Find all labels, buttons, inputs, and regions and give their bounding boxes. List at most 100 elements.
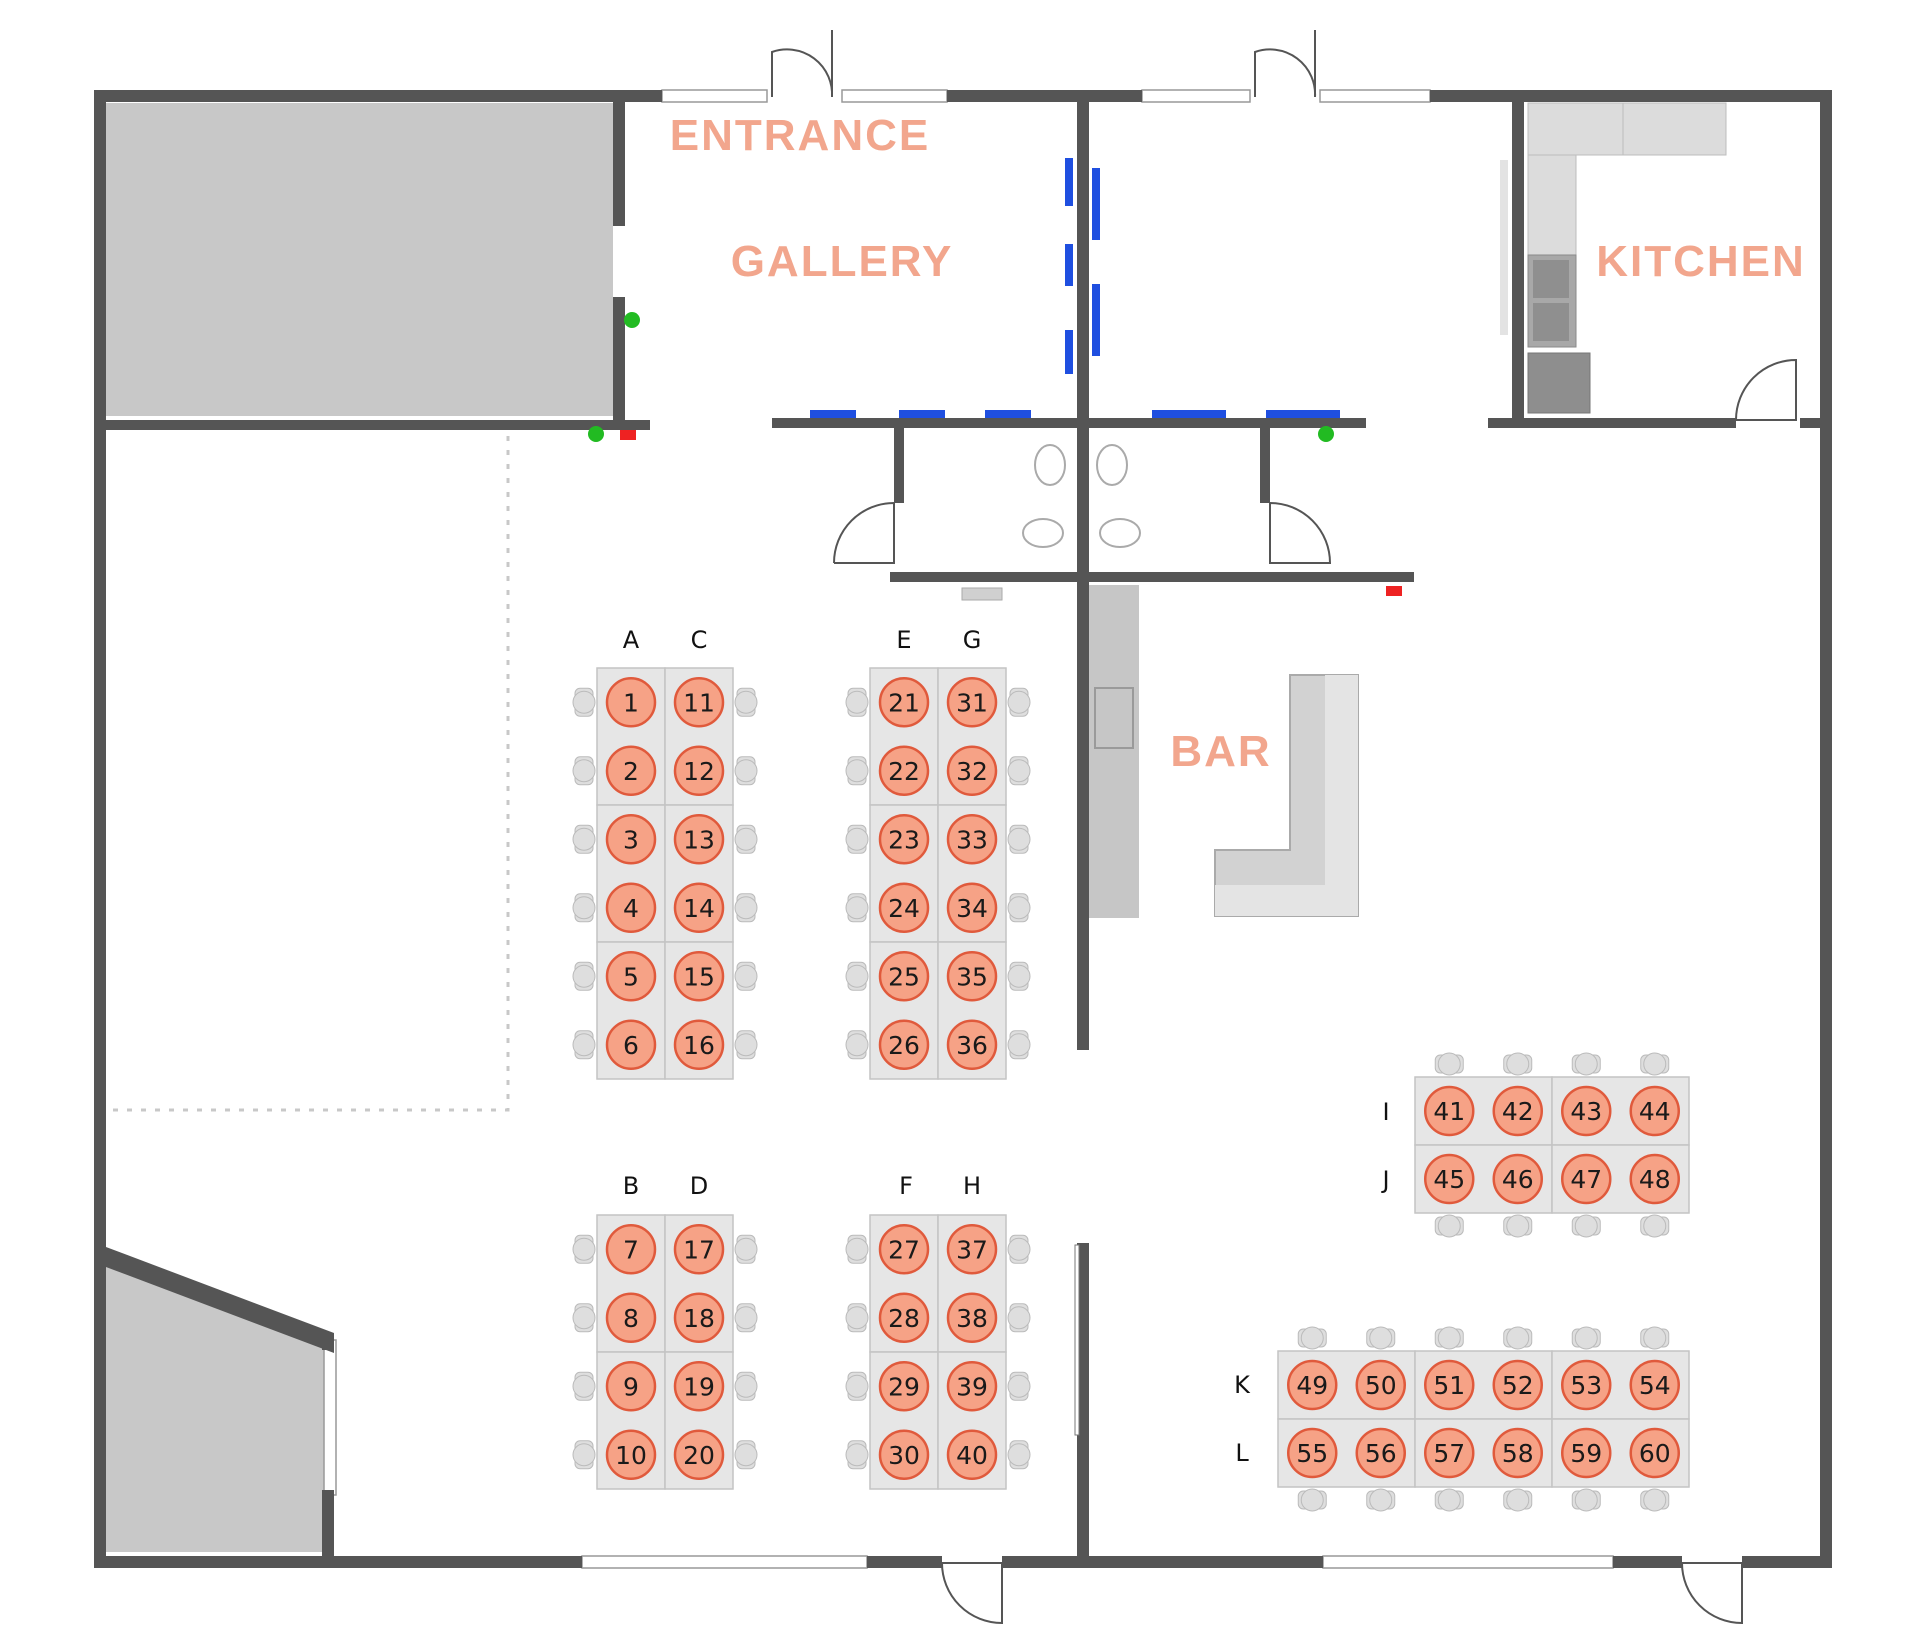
seat-27[interactable]: 27 [878,1224,930,1275]
seat-28[interactable]: 28 [878,1292,930,1343]
chair [1007,961,1031,991]
seat-8[interactable]: 8 [605,1292,657,1343]
seat-21[interactable]: 21 [878,677,930,728]
chair [845,1303,869,1333]
seat-11[interactable]: 11 [673,677,725,728]
column-label: E [896,626,911,654]
chair [1007,1440,1031,1470]
seat-54[interactable]: 54 [1629,1359,1680,1411]
seat-number: 23 [888,825,920,854]
seat-22[interactable]: 22 [878,745,930,796]
seat-7[interactable]: 7 [605,1224,657,1275]
seat-45[interactable]: 45 [1424,1153,1475,1205]
seat-53[interactable]: 53 [1561,1359,1612,1411]
walls [94,90,1832,1568]
chair [1640,1214,1670,1238]
chair [734,1030,758,1060]
seat-number: 4 [623,894,639,923]
seat-24[interactable]: 24 [878,882,930,933]
seat-number: 14 [683,894,715,923]
seat-5[interactable]: 5 [605,951,657,1002]
seat-57[interactable]: 57 [1424,1427,1475,1479]
seat-14[interactable]: 14 [673,882,725,933]
seat-35[interactable]: 35 [946,951,998,1002]
seat-25[interactable]: 25 [878,951,930,1002]
row-label: J [1380,1166,1389,1194]
seat-51[interactable]: 51 [1424,1359,1475,1411]
seat-17[interactable]: 17 [673,1224,725,1275]
seat-60[interactable]: 60 [1629,1427,1680,1479]
seat-37[interactable]: 37 [946,1224,998,1275]
seat-58[interactable]: 58 [1492,1427,1543,1479]
chair [734,687,758,717]
column-label: F [899,1172,913,1200]
seat-number: 28 [888,1304,920,1333]
seat-52[interactable]: 52 [1492,1359,1543,1411]
seat-59[interactable]: 59 [1561,1427,1612,1479]
seat-42[interactable]: 42 [1492,1085,1543,1137]
restroom-door-left [833,501,895,564]
seat-56[interactable]: 56 [1355,1427,1406,1479]
seat-16[interactable]: 16 [673,1019,725,1070]
seat-41[interactable]: 41 [1424,1085,1475,1137]
storage-areas [106,103,613,1552]
seat-number: 15 [683,962,715,991]
seat-50[interactable]: 50 [1355,1359,1406,1411]
safety-markers [588,312,1402,596]
seat-55[interactable]: 55 [1287,1427,1338,1479]
seat-29[interactable]: 29 [878,1361,930,1412]
exit-marker [624,312,640,328]
seat-47[interactable]: 47 [1561,1153,1612,1205]
seat-18[interactable]: 18 [673,1292,725,1343]
seat-34[interactable]: 34 [946,882,998,933]
seat-19[interactable]: 19 [673,1361,725,1412]
seat-46[interactable]: 46 [1492,1153,1543,1205]
seat-number: 49 [1296,1371,1328,1400]
seat-40[interactable]: 40 [946,1429,998,1480]
column-label: D [690,1172,708,1200]
seat-number: 38 [956,1304,988,1333]
seat-4[interactable]: 4 [605,882,657,933]
row-label: I [1382,1098,1389,1126]
column-label: A [623,626,640,654]
seat-30[interactable]: 30 [878,1429,930,1480]
column-label: B [623,1172,639,1200]
seat-1[interactable]: 1 [605,677,657,728]
seat-3[interactable]: 3 [605,814,657,865]
row-label: L [1235,1439,1249,1467]
seat-39[interactable]: 39 [946,1361,998,1412]
seat-12[interactable]: 12 [673,745,725,796]
seat-number: 41 [1433,1097,1465,1126]
seat-33[interactable]: 33 [946,814,998,865]
seat-26[interactable]: 26 [878,1019,930,1070]
seat-44[interactable]: 44 [1629,1085,1680,1137]
chair [1571,1214,1601,1238]
seat-43[interactable]: 43 [1561,1085,1612,1137]
seat-number: 25 [888,962,920,991]
seat-48[interactable]: 48 [1629,1153,1680,1205]
seat-49[interactable]: 49 [1287,1359,1338,1411]
seat-number: 30 [888,1441,920,1470]
seat-23[interactable]: 23 [878,814,930,865]
seat-6[interactable]: 6 [605,1019,657,1070]
seat-number: 50 [1365,1371,1397,1400]
seat-13[interactable]: 13 [673,814,725,865]
seat-32[interactable]: 32 [946,745,998,796]
seat-number: 43 [1570,1097,1602,1126]
seat-36[interactable]: 36 [946,1019,998,1070]
seat-38[interactable]: 38 [946,1292,998,1343]
storage-room-top-left [106,103,613,416]
seat-15[interactable]: 15 [673,951,725,1002]
seat-31[interactable]: 31 [946,677,998,728]
seat-9[interactable]: 9 [605,1361,657,1412]
seat-10[interactable]: 10 [605,1429,657,1480]
entrance-door-1 [771,48,834,98]
chair [1571,1326,1601,1350]
column-label: H [963,1172,981,1200]
seat-20[interactable]: 20 [673,1429,725,1480]
chair [734,1440,758,1470]
seat-2[interactable]: 2 [605,745,657,796]
seat-number: 13 [683,825,715,854]
